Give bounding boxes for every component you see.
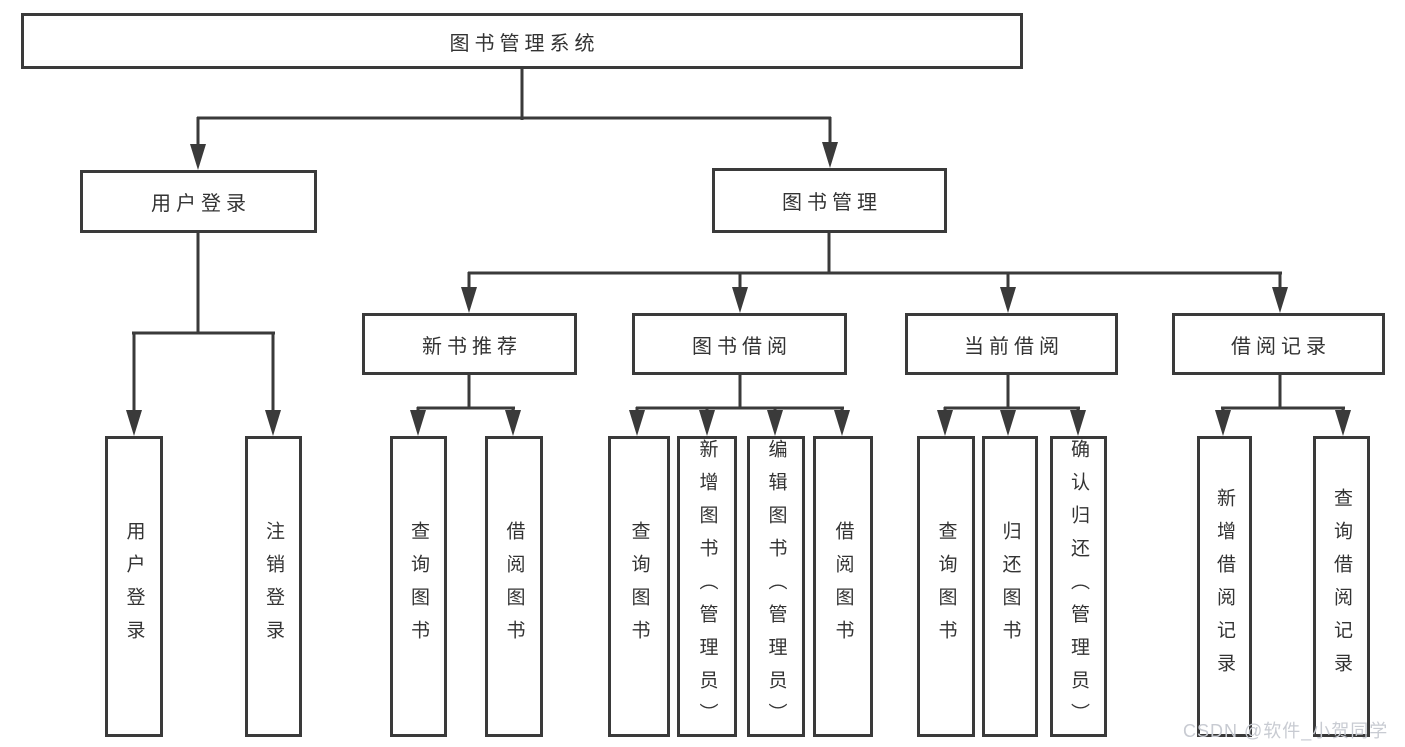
leaf-return-book-label: 归还图书 bbox=[999, 520, 1021, 653]
leaf-return-book: 归还图书 bbox=[982, 436, 1038, 737]
leaf-query-borrow-record: 查询借阅记录 bbox=[1313, 436, 1370, 737]
leaf-borrow-books: 借阅图书 bbox=[813, 436, 873, 737]
leaf-user-login: 用户登录 bbox=[105, 436, 163, 737]
leaf-edit-book-admin: 编辑图书（管理员） bbox=[747, 436, 805, 737]
leaf-query-books-borrow-label: 查询图书 bbox=[628, 520, 650, 653]
node-book-borrow: 图书借阅 bbox=[632, 313, 847, 375]
leaf-add-borrow-record: 新增借阅记录 bbox=[1197, 436, 1252, 737]
leaf-edit-book-admin-label: 编辑图书（管理员） bbox=[765, 439, 787, 736]
leaf-query-books-current: 查询图书 bbox=[917, 436, 975, 737]
leaf-add-book-admin-label: 新增图书（管理员） bbox=[696, 439, 718, 736]
leaf-borrow-books-recommend: 借阅图书 bbox=[485, 436, 543, 737]
leaf-user-login-label: 用户登录 bbox=[123, 520, 145, 653]
node-book-management: 图书管理 bbox=[712, 168, 947, 233]
node-root: 图书管理系统 bbox=[21, 13, 1023, 69]
leaf-query-books-borrow: 查询图书 bbox=[608, 436, 670, 737]
node-current-borrow: 当前借阅 bbox=[905, 313, 1118, 375]
node-borrow-records: 借阅记录 bbox=[1172, 313, 1385, 375]
leaf-query-borrow-record-label: 查询借阅记录 bbox=[1331, 487, 1352, 686]
leaf-add-borrow-record-label: 新增借阅记录 bbox=[1214, 487, 1235, 686]
leaf-logout-label: 注销登录 bbox=[263, 520, 284, 653]
leaf-query-books-current-label: 查询图书 bbox=[935, 520, 957, 653]
leaf-query-books-recommend-label: 查询图书 bbox=[408, 520, 429, 653]
leaf-borrow-books-recommend-label: 借阅图书 bbox=[503, 520, 525, 653]
node-new-book-recommend: 新书推荐 bbox=[362, 313, 577, 375]
node-user-login-label: 用户登录 bbox=[151, 193, 251, 215]
leaf-confirm-return-admin: 确认归还（管理员） bbox=[1050, 436, 1107, 737]
node-root-label: 图书管理系统 bbox=[449, 32, 600, 55]
node-current-borrow-label: 当前借阅 bbox=[964, 335, 1064, 358]
leaf-borrow-books-label: 借阅图书 bbox=[832, 520, 854, 653]
watermark-text: CSDN @软件_小贺同学 bbox=[1183, 721, 1389, 741]
node-new-book-recommend-label: 新书推荐 bbox=[422, 335, 522, 358]
leaf-confirm-return-admin-label: 确认归还（管理员） bbox=[1068, 439, 1089, 736]
leaf-add-book-admin: 新增图书（管理员） bbox=[677, 436, 737, 737]
leaf-query-books-recommend: 查询图书 bbox=[390, 436, 447, 737]
node-book-borrow-label: 图书借阅 bbox=[692, 335, 792, 358]
node-book-management-label: 图书管理 bbox=[782, 192, 882, 214]
node-borrow-records-label: 借阅记录 bbox=[1231, 335, 1331, 358]
leaf-logout: 注销登录 bbox=[245, 436, 302, 737]
node-user-login: 用户登录 bbox=[80, 170, 317, 233]
